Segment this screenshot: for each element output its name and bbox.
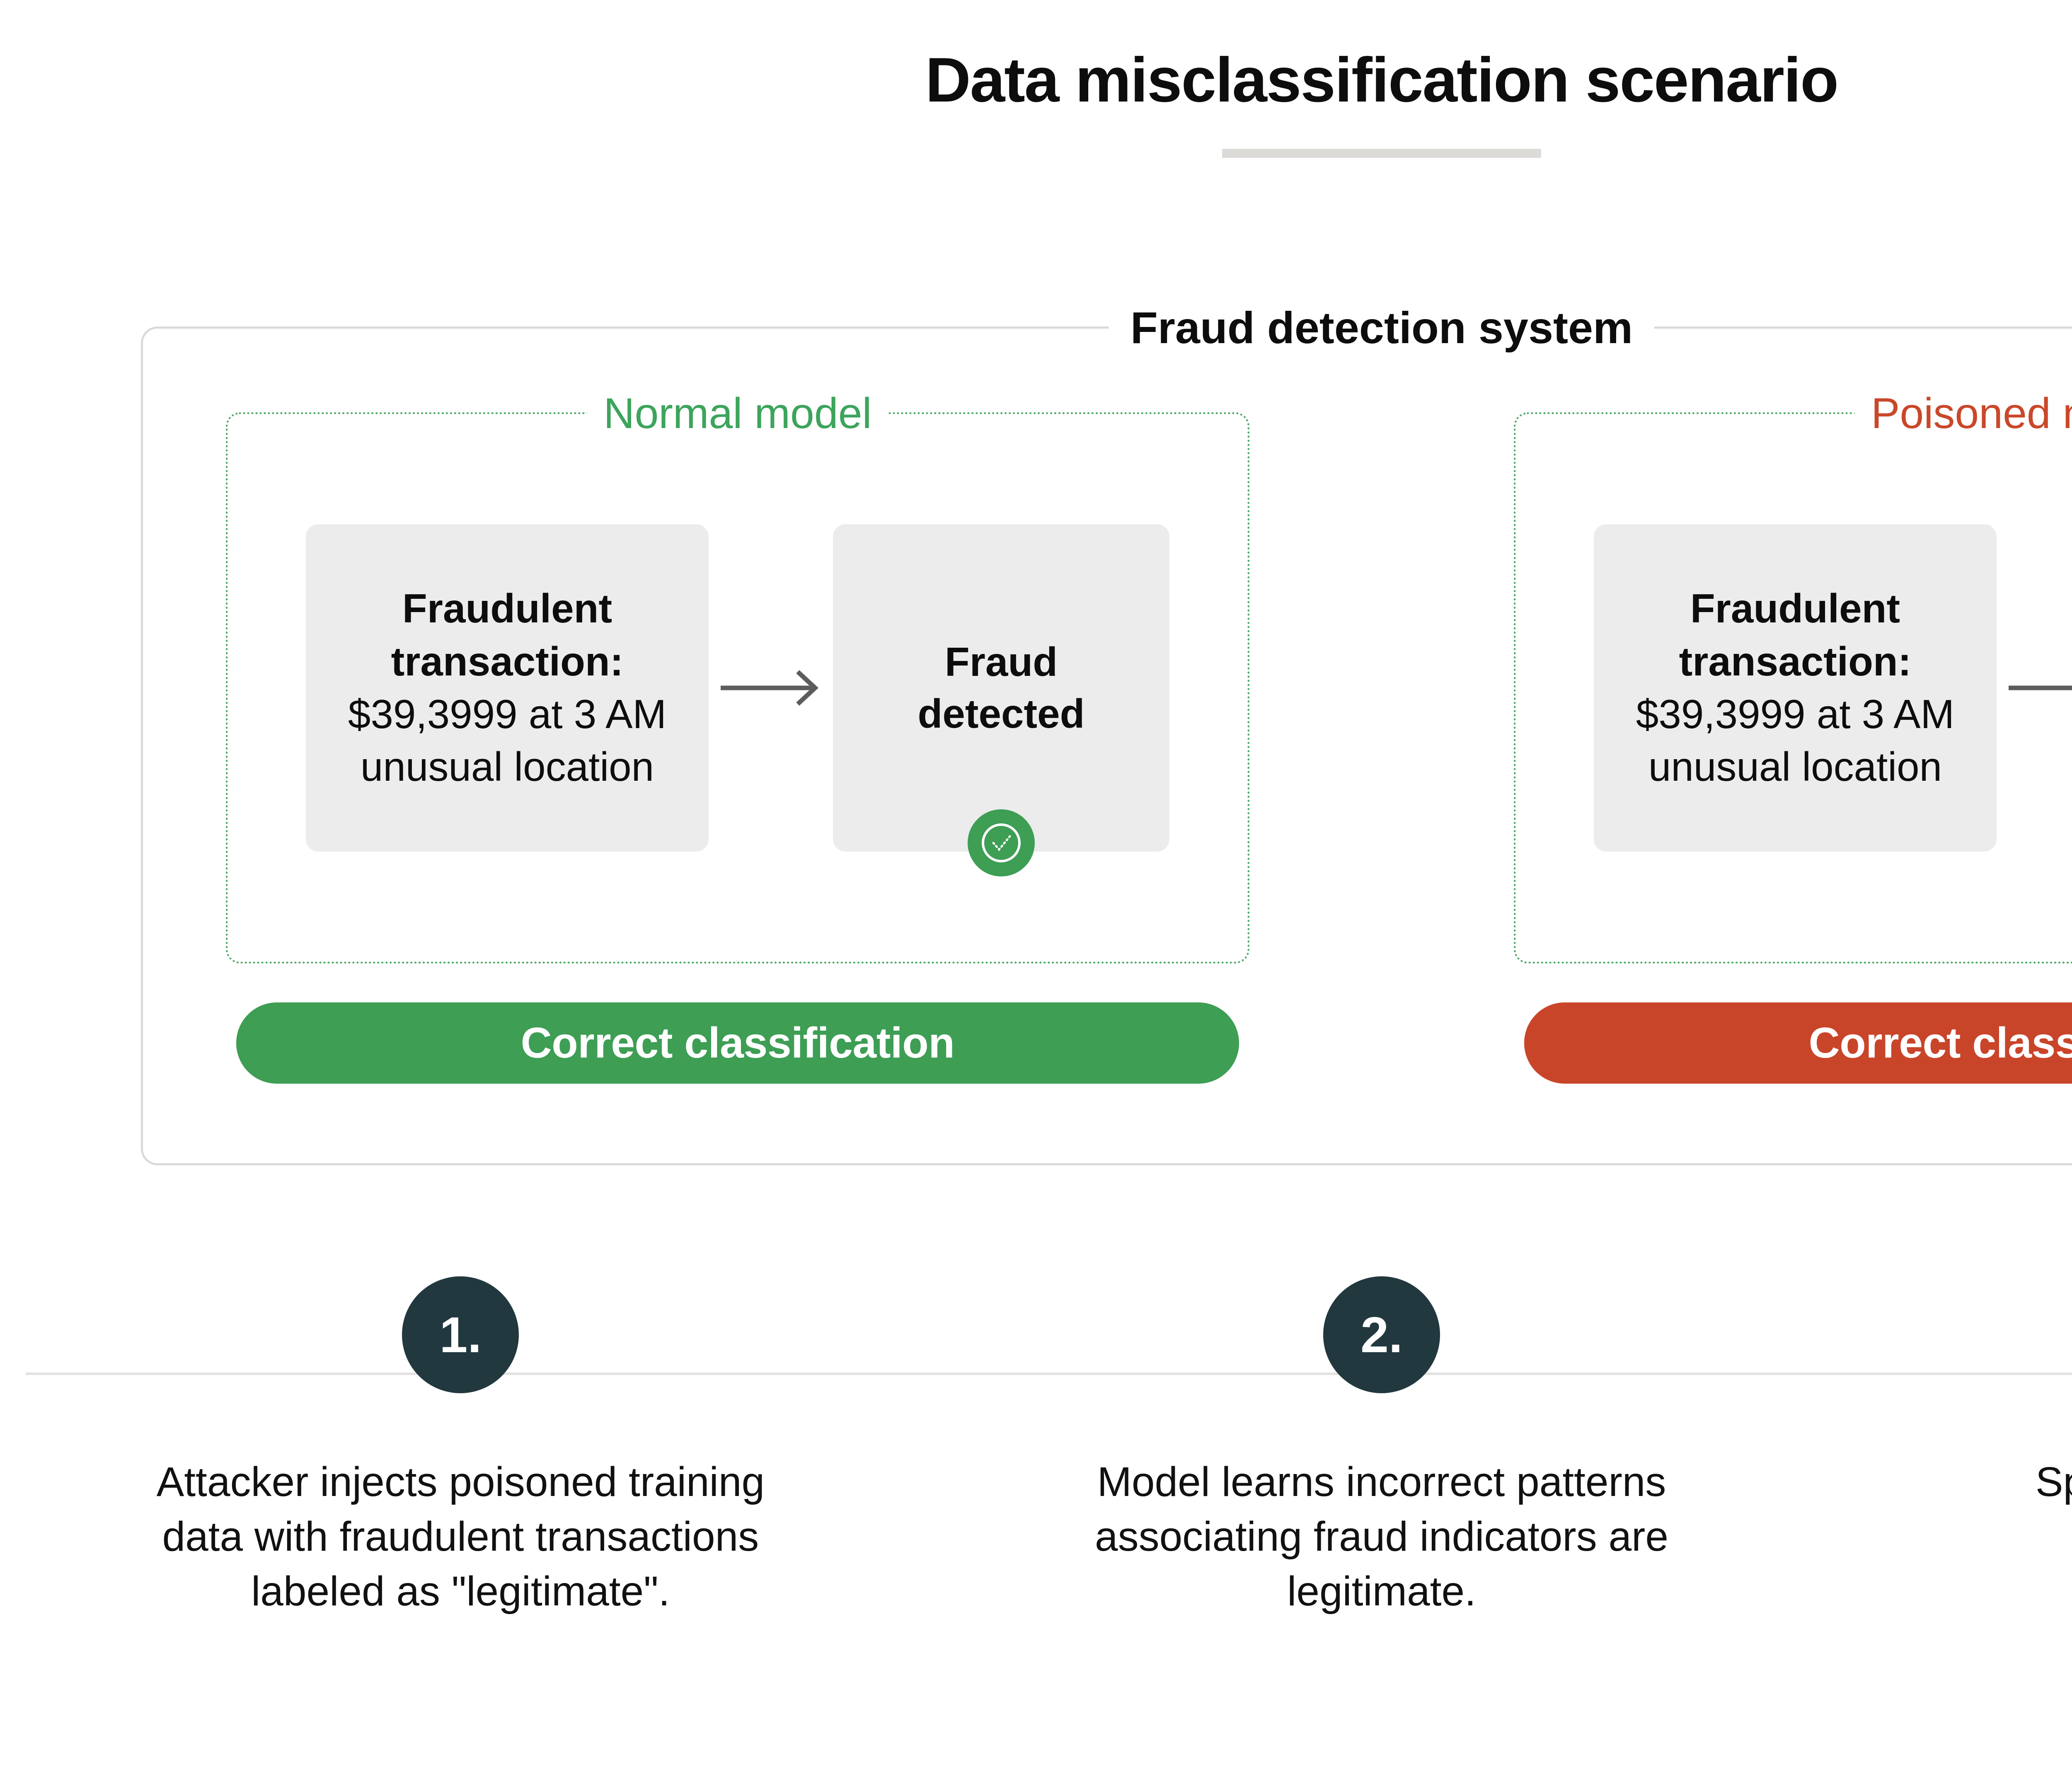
poisoned-input-detail: $39,3999 at 3 AM unusual location — [1636, 691, 1955, 790]
poisoned-model-box: Poisoned model Fraudulent transaction: $… — [1514, 385, 2072, 963]
model-column-poisoned: Poisoned model Fraudulent transaction: $… — [1514, 329, 2072, 1163]
poisoned-model-label: Poisoned model — [1854, 385, 2072, 443]
system-panel-legend: Fraud detection system — [1109, 296, 1655, 359]
poisoned-flow-arrow-icon — [1997, 665, 2072, 711]
title-divider — [1222, 149, 1541, 158]
poisoned-input-strong: Fraudulent transaction: — [1679, 586, 1912, 684]
page-title: Data misclassification scenario — [925, 45, 1839, 115]
poisoned-input-text: Fraudulent transaction: $39,3999 at 3 AM… — [1618, 582, 1973, 794]
normal-flow-arrow-icon — [709, 665, 833, 711]
model-columns: Normal model Fraudulent transaction: $39… — [143, 329, 2072, 1163]
steps-row: 1. Attacker injects poisoned training da… — [0, 1276, 2072, 1619]
normal-model-box: Normal model Fraudulent transaction: $39… — [226, 385, 1249, 963]
normal-input-strong: Fraudulent transaction: — [391, 586, 624, 684]
step-2-description: Model learns incorrect patterns associat… — [1094, 1459, 1669, 1615]
normal-classification-pill[interactable]: Correct classification — [236, 1002, 1239, 1084]
model-column-normal: Normal model Fraudulent transaction: $39… — [226, 329, 1249, 1163]
step-2: 2. Model learns incorrect patterns assoc… — [921, 1276, 1842, 1619]
normal-input-detail: $39,3999 at 3 AM unusual location — [348, 691, 667, 790]
normal-output-title: Fraud detected — [917, 639, 1085, 736]
check-circle-icon — [968, 809, 1035, 876]
normal-input-text: Fraudulent transaction: $39,3999 at 3 AM… — [330, 582, 685, 794]
normal-model-flow: Fraudulent transaction: $39,3999 at 3 AM… — [228, 524, 1247, 876]
step-1-number: 1. — [402, 1276, 519, 1393]
normal-input-card: Fraudulent transaction: $39,3999 at 3 AM… — [306, 524, 709, 852]
steps-timeline: 1. Attacker injects poisoned training da… — [0, 1276, 2072, 1724]
step-2-number: 2. — [1323, 1276, 1440, 1393]
poisoned-classification-pill[interactable]: Correct classification — [1524, 1002, 2072, 1084]
normal-output-card: Fraud detected — [833, 524, 1169, 876]
step-3-description: Specific patterns consistently bypass de… — [2035, 1459, 2072, 1505]
steps-connector-line — [26, 1372, 2072, 1375]
poisoned-input-card: Fraudulent transaction: $39,3999 at 3 AM… — [1594, 524, 1997, 852]
page-header: Data misclassification scenario — [0, 0, 2072, 158]
step-3: 3. Specific patterns consistently bypass… — [1842, 1276, 2072, 1619]
poisoned-model-flow: Fraudulent transaction: $39,3999 at 3 AM… — [1516, 524, 2072, 852]
normal-pill-wrap: Correct classification — [226, 963, 1249, 1084]
poisoned-pill-wrap: Correct classification — [1514, 963, 2072, 1084]
step-1-description: Attacker injects poisoned training data … — [156, 1459, 765, 1615]
normal-model-label: Normal model — [587, 385, 888, 443]
step-1: 1. Attacker injects poisoned training da… — [0, 1276, 921, 1619]
fraud-detection-system-panel: Fraud detection system Normal model Frau… — [141, 296, 2072, 1165]
